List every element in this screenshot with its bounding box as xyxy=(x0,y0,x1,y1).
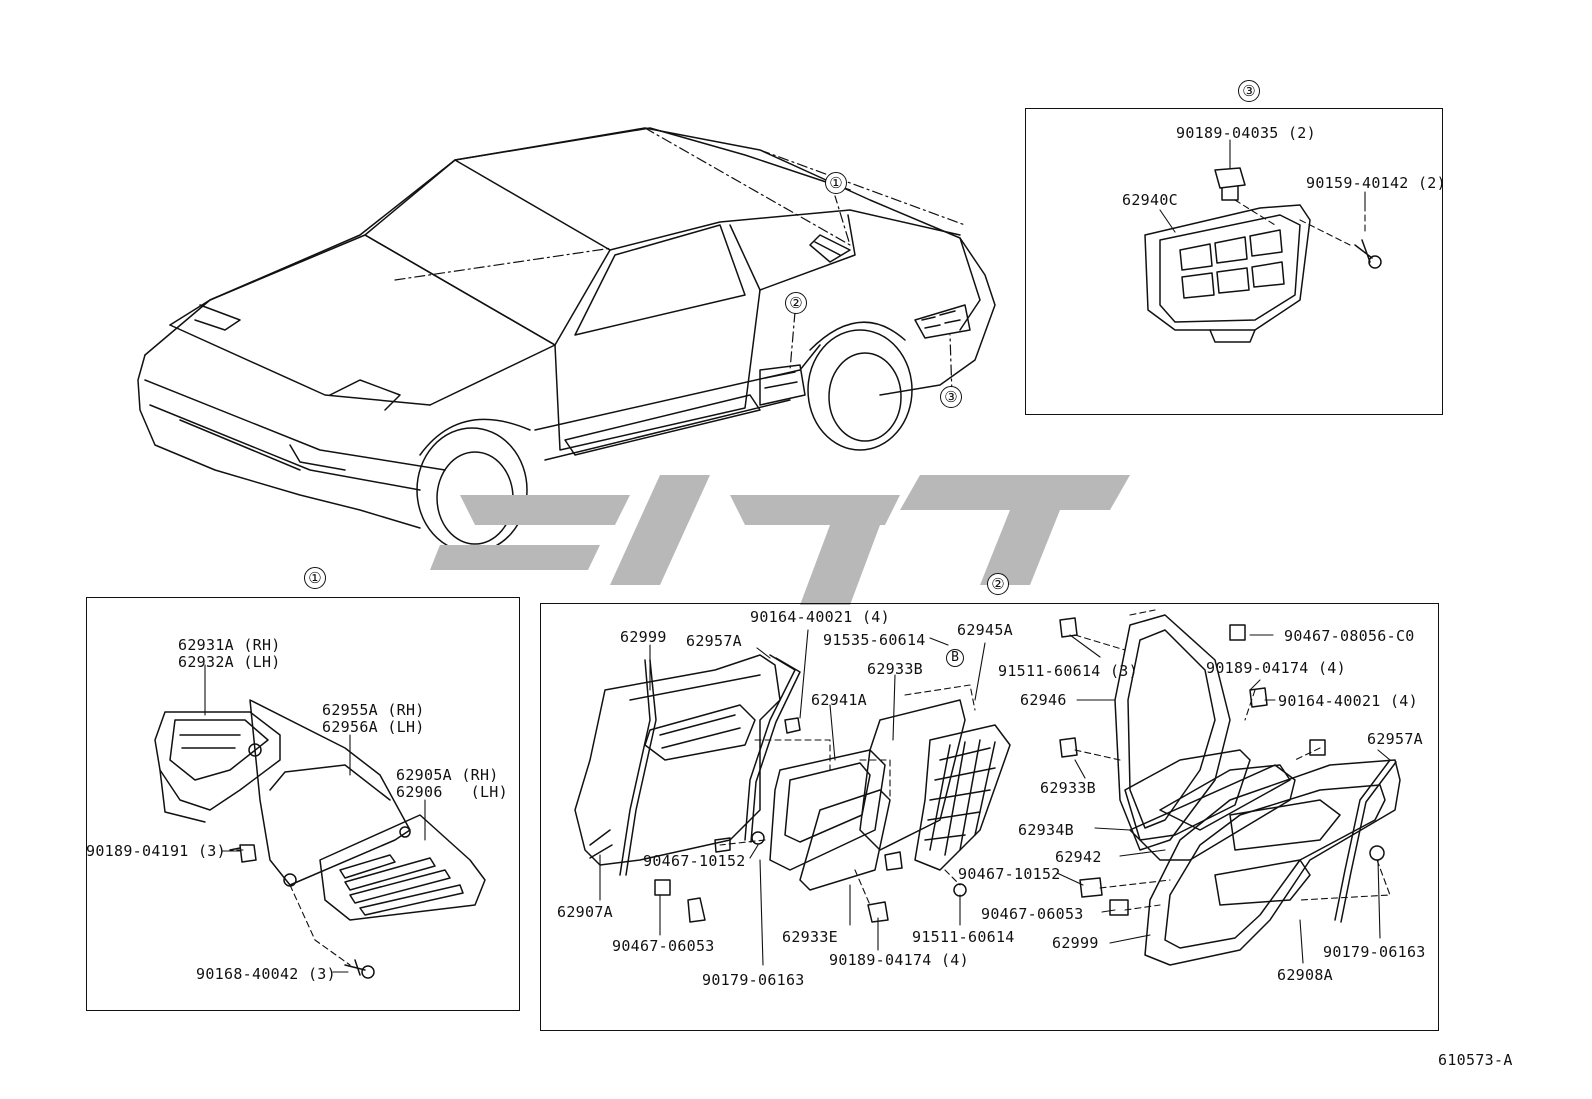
label-90467-08056: 90467-08056-C0 xyxy=(1284,627,1415,645)
label-62908A: 62908A xyxy=(1277,966,1333,984)
label-62940C: 62940C xyxy=(1122,191,1178,209)
label-62906: 62906 (LH) xyxy=(396,783,508,801)
label-90189-04174-right: 90189-04174 (4) xyxy=(1206,659,1346,677)
panel-2-marker-b: B xyxy=(946,649,964,667)
overview-callout-2: ② xyxy=(785,292,807,314)
label-62934B: 62934B xyxy=(1018,821,1074,839)
label-62941A: 62941A xyxy=(811,691,867,709)
label-90467-06053-left: 90467-06053 xyxy=(612,937,715,955)
label-90179-06163-left: 90179-06163 xyxy=(702,971,805,989)
label-62945A: 62945A xyxy=(957,621,1013,639)
label-90164-40021-right: 90164-40021 (4) xyxy=(1278,692,1418,710)
label-91511-60614-bottom: 91511-60614 xyxy=(912,928,1015,946)
label-62957A-left: 62957A xyxy=(686,632,742,650)
panel-3-frame xyxy=(1025,108,1443,415)
panel-2-title: ② xyxy=(987,573,1009,595)
label-62957A-right: 62957A xyxy=(1367,730,1423,748)
label-90164-40021-top: 90164-40021 (4) xyxy=(750,608,890,626)
overview-callout-3: ③ xyxy=(940,386,962,408)
label-90467-10152-right: 90467-10152 xyxy=(958,865,1061,883)
label-62905A: 62905A (RH) xyxy=(396,766,499,784)
label-62931A: 62931A (RH) xyxy=(178,636,281,654)
label-62956A: 62956A (LH) xyxy=(322,718,425,736)
panel-2-frame xyxy=(540,603,1439,1031)
label-90189-04035: 90189-04035 (2) xyxy=(1176,124,1316,142)
panel-1-frame xyxy=(86,597,520,1011)
label-91535-60614: 91535-60614 xyxy=(823,631,926,649)
label-62999-left: 62999 xyxy=(620,628,667,646)
label-90168-40042: 90168-40042 (3) xyxy=(196,965,336,983)
label-91511-60614-top: 91511-60614 (3) xyxy=(998,662,1138,680)
label-90467-06053-right: 90467-06053 xyxy=(981,905,1084,923)
label-90159-40142: 90159-40142 (2) xyxy=(1306,174,1446,192)
overview-callout-1: ① xyxy=(825,172,847,194)
label-90467-10152-left: 90467-10152 xyxy=(643,852,746,870)
label-62932A: 62932A (LH) xyxy=(178,653,281,671)
label-62907A: 62907A xyxy=(557,903,613,921)
label-90189-04174-bottom: 90189-04174 (4) xyxy=(829,951,969,969)
figure-code: 610573-A xyxy=(1438,1051,1513,1069)
label-62933B-top: 62933B xyxy=(867,660,923,678)
label-90179-06163-right: 90179-06163 xyxy=(1323,943,1426,961)
label-62999-right: 62999 xyxy=(1052,934,1099,952)
label-90189-04191: 90189-04191 (3) xyxy=(86,842,226,860)
label-62942: 62942 xyxy=(1055,848,1102,866)
label-62933B-right: 62933B xyxy=(1040,779,1096,797)
panel-1-title: ① xyxy=(304,567,326,589)
label-62933E: 62933E xyxy=(782,928,838,946)
label-62946: 62946 xyxy=(1020,691,1067,709)
panel-3-title: ③ xyxy=(1238,80,1260,102)
panel-3-drawing xyxy=(1144,167,1382,343)
watermark-logo xyxy=(430,475,1130,605)
panel-1-drawing xyxy=(154,699,486,979)
label-62955A: 62955A (RH) xyxy=(322,701,425,719)
car-overview-illustration xyxy=(137,127,996,553)
panel-2-drawing xyxy=(574,614,1401,966)
